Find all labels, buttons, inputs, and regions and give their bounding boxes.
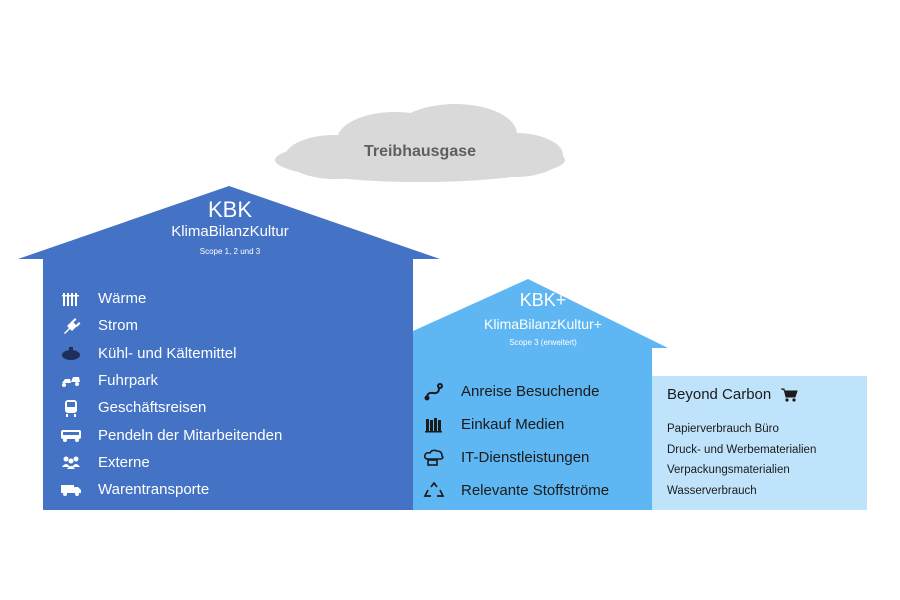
list-item: Fuhrpark — [60, 367, 282, 394]
beyond-carbon-list: Papierverbrauch Büro Druck- und Werbemat… — [667, 419, 816, 501]
kbk-title: KBK — [207, 197, 253, 222]
beyond-carbon-label: Beyond Carbon — [667, 386, 772, 403]
coolant-icon — [60, 344, 82, 362]
list-item: Relevante Stoffströme — [423, 474, 609, 507]
plug-icon — [60, 317, 82, 335]
list-item-label: Relevante Stoffströme — [461, 482, 610, 499]
train-icon — [60, 399, 82, 417]
list-item-label: Anreise Besuchende — [461, 383, 600, 400]
list-item: Wärme — [60, 285, 282, 312]
cloud-server-icon — [423, 449, 445, 467]
list-item: Geschäftsreisen — [60, 394, 282, 421]
list-item-label: Kühl- und Kältemittel — [98, 344, 237, 362]
kbk-plus-list: Anreise Besuchende Einkauf Medien IT-Die… — [423, 375, 609, 507]
kbk-plus-scope: Scope 3 (erweitert) — [509, 338, 577, 347]
list-item-label: Geschäftsreisen — [98, 399, 207, 417]
kbk-subtitle: KlimaBilanzKultur — [171, 223, 289, 240]
list-item-label: Externe — [98, 453, 150, 471]
kbk-plus-title: KBK+ — [519, 290, 567, 310]
list-item-label: IT-Dienstleistungen — [461, 449, 590, 466]
list-item-label: Wärme — [98, 290, 147, 308]
books-icon — [423, 416, 445, 434]
list-item: Druck- und Werbematerialien — [667, 443, 817, 456]
list-item: Externe — [60, 449, 282, 476]
bus-icon — [60, 426, 82, 444]
list-item: Einkauf Medien — [423, 408, 609, 441]
kbk-list: Wärme Strom Kühl- und Kältemittel Fuhrpa… — [60, 285, 282, 503]
people-icon — [60, 453, 82, 471]
kbk-plus-subtitle: KlimaBilanzKultur+ — [484, 316, 602, 332]
list-item: Anreise Besuchende — [423, 375, 609, 408]
beyond-carbon-title: Beyond Carbon — [667, 386, 798, 403]
list-item: Wasserverbrauch — [667, 484, 757, 497]
cart-icon — [780, 387, 798, 403]
list-item: Kühl- und Kältemittel — [60, 340, 282, 367]
list-item-label: Einkauf Medien — [461, 416, 565, 433]
list-item-label: Warentransporte — [98, 481, 210, 499]
kbk-scope: Scope 1, 2 und 3 — [199, 247, 261, 256]
cloud-shape — [275, 104, 565, 182]
truck-icon — [60, 481, 82, 499]
list-item: Warentransporte — [60, 476, 282, 503]
list-item: IT-Dienstleistungen — [423, 441, 609, 474]
list-item-label: Pendeln der Mitarbeitenden — [98, 426, 283, 444]
cloud-label: Treibhausgase — [363, 143, 477, 160]
route-icon — [423, 382, 445, 401]
list-item: Strom — [60, 312, 282, 339]
beyond-carbon-box — [652, 376, 867, 510]
recycle-icon — [423, 481, 445, 500]
radiator-icon — [60, 290, 82, 308]
kbk-house — [18, 186, 440, 510]
vehicles-icon — [60, 372, 82, 390]
list-item: Verpackungsmaterialien — [667, 464, 790, 477]
list-item-label: Strom — [98, 317, 139, 335]
list-item-label: Fuhrpark — [98, 372, 159, 390]
kbk-plus-house — [413, 279, 668, 510]
list-item: Papierverbrauch Büro — [667, 423, 779, 436]
list-item: Pendeln der Mitarbeitenden — [60, 421, 282, 448]
